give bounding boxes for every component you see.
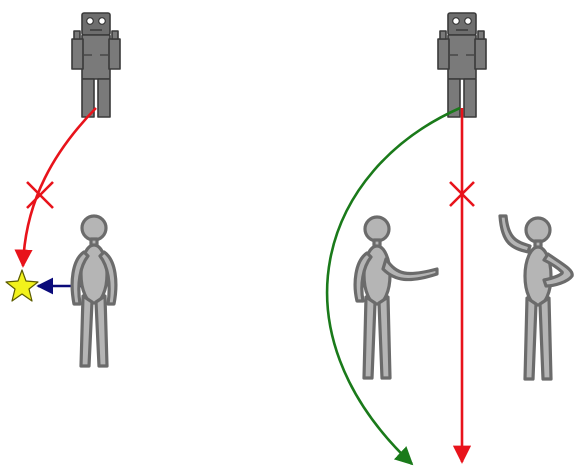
right-panel — [327, 13, 572, 464]
robot-icon — [438, 13, 486, 117]
human-figure — [72, 216, 116, 366]
detour-path-arrow — [327, 108, 460, 464]
left-panel — [6, 13, 120, 366]
robot-icon — [72, 13, 120, 117]
blocked-path-arrow — [23, 108, 96, 266]
human-figure — [355, 217, 437, 378]
human-figure-waving — [500, 216, 572, 379]
collision-star-icon — [6, 270, 38, 301]
